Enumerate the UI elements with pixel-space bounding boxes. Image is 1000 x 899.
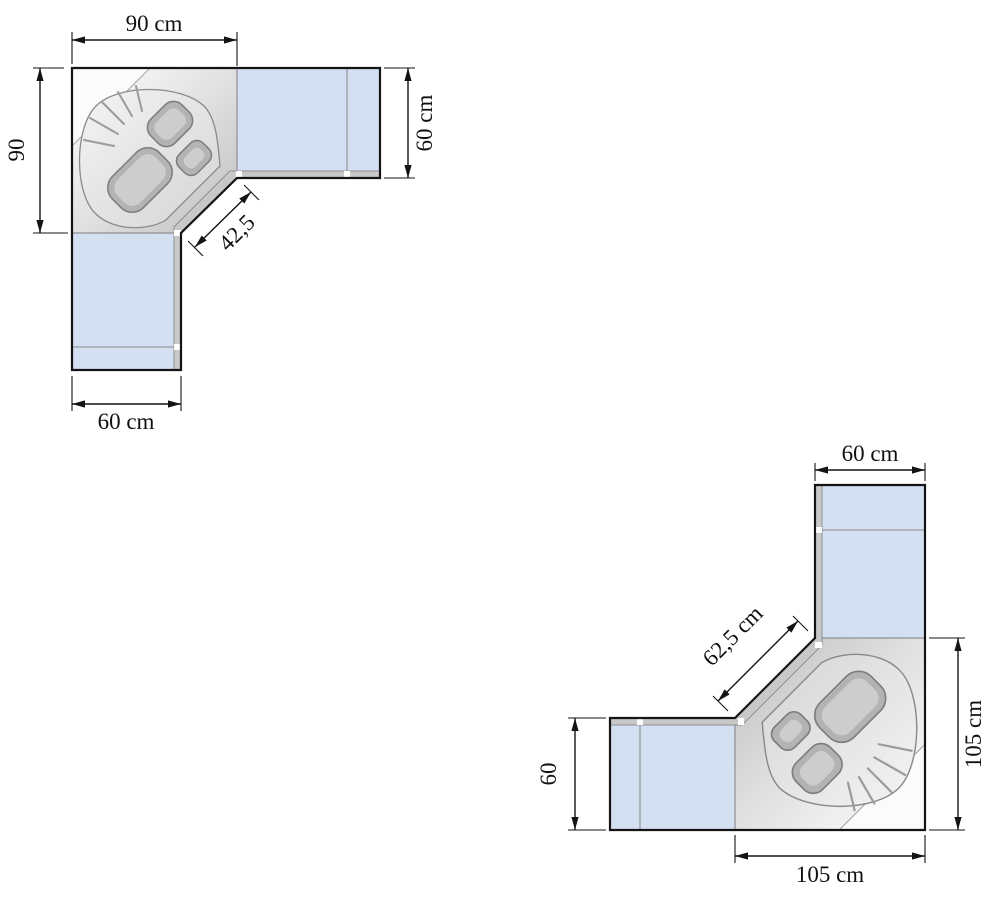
diagram-corner-unit-90: 90 cm 90 60 cm 42,5 60 cm bbox=[4, 11, 437, 434]
edge-joint-tick bbox=[236, 171, 242, 178]
dimension-label: 60 cm bbox=[412, 94, 437, 151]
dimension-width-bottom: 105 cm bbox=[734, 835, 926, 887]
extension-line bbox=[792, 615, 809, 632]
dimension-label: 90 bbox=[4, 139, 29, 162]
counter-outline bbox=[608, 483, 927, 832]
edge-joint-tick bbox=[174, 230, 181, 236]
extension-line bbox=[712, 695, 729, 712]
diagram-corner-unit-105: 60 cm 105 cm 62,5 cm 60 105 cm bbox=[536, 441, 986, 887]
dimension-label: 60 cm bbox=[98, 409, 155, 434]
dimension-label: 60 bbox=[536, 763, 561, 786]
dimension-line bbox=[194, 191, 252, 248]
dimension-label: 105 cm bbox=[961, 700, 986, 768]
dimension-label: 105 cm bbox=[796, 862, 864, 887]
edge-joint-tick bbox=[738, 718, 744, 725]
dimension-label: 42,5 bbox=[214, 210, 260, 256]
edge-joint-tick bbox=[815, 642, 822, 648]
edge-joint-tick bbox=[637, 718, 643, 725]
dimension-label: 90 cm bbox=[126, 11, 183, 36]
dimension-depth-left: 60 bbox=[536, 717, 606, 831]
edge-joint-tick bbox=[344, 171, 350, 178]
dimension-label: 62,5 cm bbox=[698, 601, 768, 671]
dimension-depth-right: 60 cm bbox=[384, 67, 437, 179]
dimension-label: 60 cm bbox=[842, 441, 899, 466]
extension-line bbox=[187, 240, 204, 257]
dimension-line bbox=[717, 620, 799, 702]
dimension-depth-top: 60 cm bbox=[814, 441, 926, 481]
front-edge-band bbox=[174, 171, 380, 370]
edge-joint-tick bbox=[174, 344, 181, 350]
dimension-width-bottom: 60 cm bbox=[71, 376, 182, 434]
extension-line bbox=[243, 184, 260, 201]
edge-joint-tick bbox=[815, 527, 822, 533]
dimension-width-top: 90 cm bbox=[71, 11, 238, 66]
dimension-height-right: 105 cm bbox=[929, 637, 986, 831]
dimension-depth-left: 90 bbox=[4, 67, 68, 234]
